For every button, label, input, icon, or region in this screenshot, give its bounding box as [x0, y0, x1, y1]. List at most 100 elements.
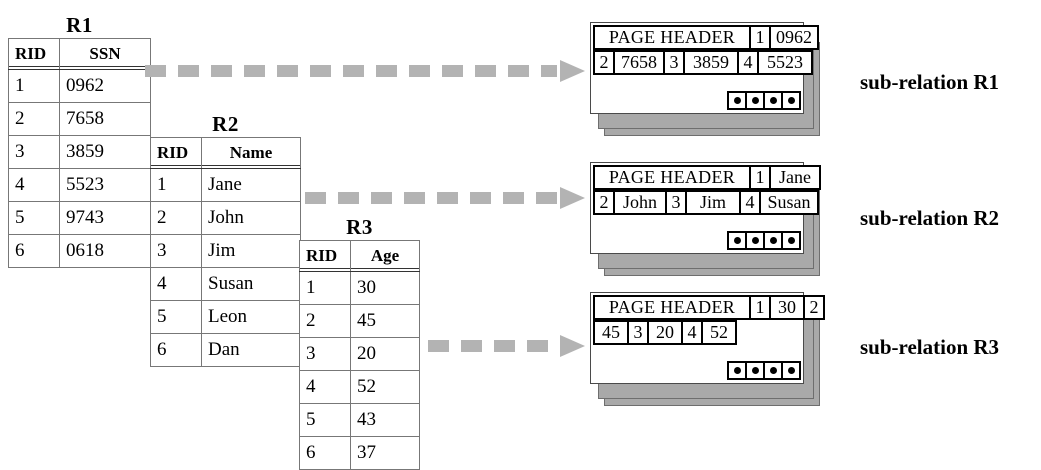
table-row: 5 Leon: [150, 300, 301, 334]
slot-directory: [727, 361, 801, 380]
slot-pointer-dot-icon: [769, 97, 777, 104]
cell-age: 52: [350, 370, 420, 404]
cell-rid: 2: [150, 201, 202, 235]
cell-rid: 5: [299, 403, 351, 437]
record-rid-cell: 4: [739, 190, 761, 215]
cell-rid: 6: [299, 436, 351, 470]
cell-name: Jim: [201, 234, 301, 268]
slot-entry: [745, 231, 765, 250]
table-row: 4 Susan: [150, 267, 301, 301]
slot-entry: [781, 91, 801, 110]
slot-entry: [745, 91, 765, 110]
page-record-row-top: PAGE HEADER 1 0962: [593, 25, 819, 50]
cell-rid: 4: [8, 168, 60, 202]
slot-entry: [781, 231, 801, 250]
cell-rid: 6: [8, 234, 60, 268]
page-front: PAGE HEADER 1 30 2 45 3 20 4 52: [590, 292, 825, 384]
record-value-cell: Jane: [769, 165, 821, 190]
record-value-cell: 7658: [613, 50, 665, 75]
table-row: 6 0618: [8, 234, 151, 268]
cell-name: John: [201, 201, 301, 235]
table-header-row: RID Age: [299, 240, 420, 272]
cell-ssn: 9743: [59, 201, 151, 235]
slot-entry: [727, 231, 747, 250]
page-stack-r1: PAGE HEADER 1 0962 2 7658 3 3859 4 5523: [590, 22, 820, 136]
slot-entry: [745, 361, 765, 380]
record-value-cell: 3859: [683, 50, 739, 75]
arrow-r3-to-subrelation-r3: [428, 335, 585, 357]
record-rid-cell: 4: [681, 320, 703, 345]
slot-pointer-dot-icon: [787, 97, 795, 104]
cell-rid: 4: [150, 267, 202, 301]
record-rid-cell: 2: [803, 295, 825, 320]
arrow-shaft: [145, 65, 557, 77]
page-record-row-bottom: 45 3 20 4 52: [593, 320, 737, 345]
relation-block-r1: R1 RID SSN 1 0962 2 7658 3 3859 4 5523: [8, 14, 151, 268]
slot-pointer-dot-icon: [733, 367, 741, 374]
cell-age: 43: [350, 403, 420, 437]
cell-rid: 5: [150, 300, 202, 334]
slot-entry: [763, 361, 783, 380]
record-value-cell: 52: [701, 320, 737, 345]
cell-age: 20: [350, 337, 420, 371]
page-record-row-top: PAGE HEADER 1 30 2: [593, 295, 825, 320]
slot-pointer-dot-icon: [769, 367, 777, 374]
table-row: 1 0962: [8, 69, 151, 103]
relation-table-r2: RID Name 1 Jane 2 John 3 Jim 4 Susan 5: [150, 137, 301, 367]
record-value-cell: 20: [647, 320, 683, 345]
record-value-cell: 45: [593, 320, 629, 345]
record-value-cell: 0962: [769, 25, 819, 50]
slot-pointer-dot-icon: [733, 97, 741, 104]
cell-rid: 5: [8, 201, 60, 235]
cell-rid: 3: [299, 337, 351, 371]
cell-name: Jane: [201, 168, 301, 202]
column-header-name: Name: [201, 137, 301, 169]
record-value-cell: Jim: [685, 190, 741, 215]
table-header-row: RID Name: [150, 137, 301, 169]
slot-pointer-dot-icon: [751, 97, 759, 104]
cell-rid: 2: [8, 102, 60, 136]
page-stack-r3: PAGE HEADER 1 30 2 45 3 20 4 52: [590, 292, 825, 406]
record-rid-cell: 1: [749, 165, 771, 190]
arrow-r2-to-subrelation-r2: [305, 187, 585, 209]
column-header-ssn: SSN: [59, 38, 151, 70]
page-record-row-bottom: 2 John 3 Jim 4 Susan: [593, 190, 819, 215]
relation-title-r1: R1: [66, 13, 93, 37]
page-header-cell: PAGE HEADER: [593, 295, 751, 320]
record-rid-cell: 1: [749, 295, 771, 320]
cell-rid: 1: [299, 271, 351, 305]
page-record-row-bottom: 2 7658 3 3859 4 5523: [593, 50, 813, 75]
relation-block-r2: R2 RID Name 1 Jane 2 John 3 Jim 4 Susan: [150, 113, 301, 367]
column-header-rid: RID: [150, 137, 202, 169]
page-stack-r2: PAGE HEADER 1 Jane 2 John 3 Jim 4 Susan: [590, 162, 821, 276]
cell-ssn: 3859: [59, 135, 151, 169]
arrow-head-icon: [560, 335, 585, 357]
slot-entry: [763, 231, 783, 250]
caption-sub-relation-r2: sub-relation R2: [860, 206, 1000, 230]
cell-ssn: 0618: [59, 234, 151, 268]
caption-sub-relation-r1: sub-relation R1: [860, 70, 1000, 94]
slot-pointer-dot-icon: [751, 237, 759, 244]
table-row: 1 Jane: [150, 168, 301, 202]
relation-block-r3: R3 RID Age 1 30 2 45 3 20 4 52: [299, 216, 420, 470]
record-rid-cell: 3: [627, 320, 649, 345]
cell-ssn: 5523: [59, 168, 151, 202]
arrow-r1-to-subrelation-r1: [145, 60, 585, 82]
relation-table-r1: RID SSN 1 0962 2 7658 3 3859 4 5523 5: [8, 38, 151, 268]
record-rid-cell: 2: [593, 50, 615, 75]
record-rid-cell: 3: [663, 50, 685, 75]
slot-pointer-dot-icon: [751, 367, 759, 374]
table-row: 6 Dan: [150, 333, 301, 367]
page-front: PAGE HEADER 1 Jane 2 John 3 Jim 4 Susan: [590, 162, 821, 254]
cell-rid: 2: [299, 304, 351, 338]
table-row: 3 3859: [8, 135, 151, 169]
slot-entry: [727, 91, 747, 110]
slot-pointer-dot-icon: [733, 237, 741, 244]
caption-sub-relation-r3: sub-relation R3: [860, 335, 1000, 359]
column-header-rid: RID: [8, 38, 60, 70]
page-record-row-top: PAGE HEADER 1 Jane: [593, 165, 821, 190]
arrow-head-icon: [560, 60, 585, 82]
table-row: 4 52: [299, 370, 420, 404]
record-value-cell: 5523: [757, 50, 813, 75]
table-row: 3 20: [299, 337, 420, 371]
